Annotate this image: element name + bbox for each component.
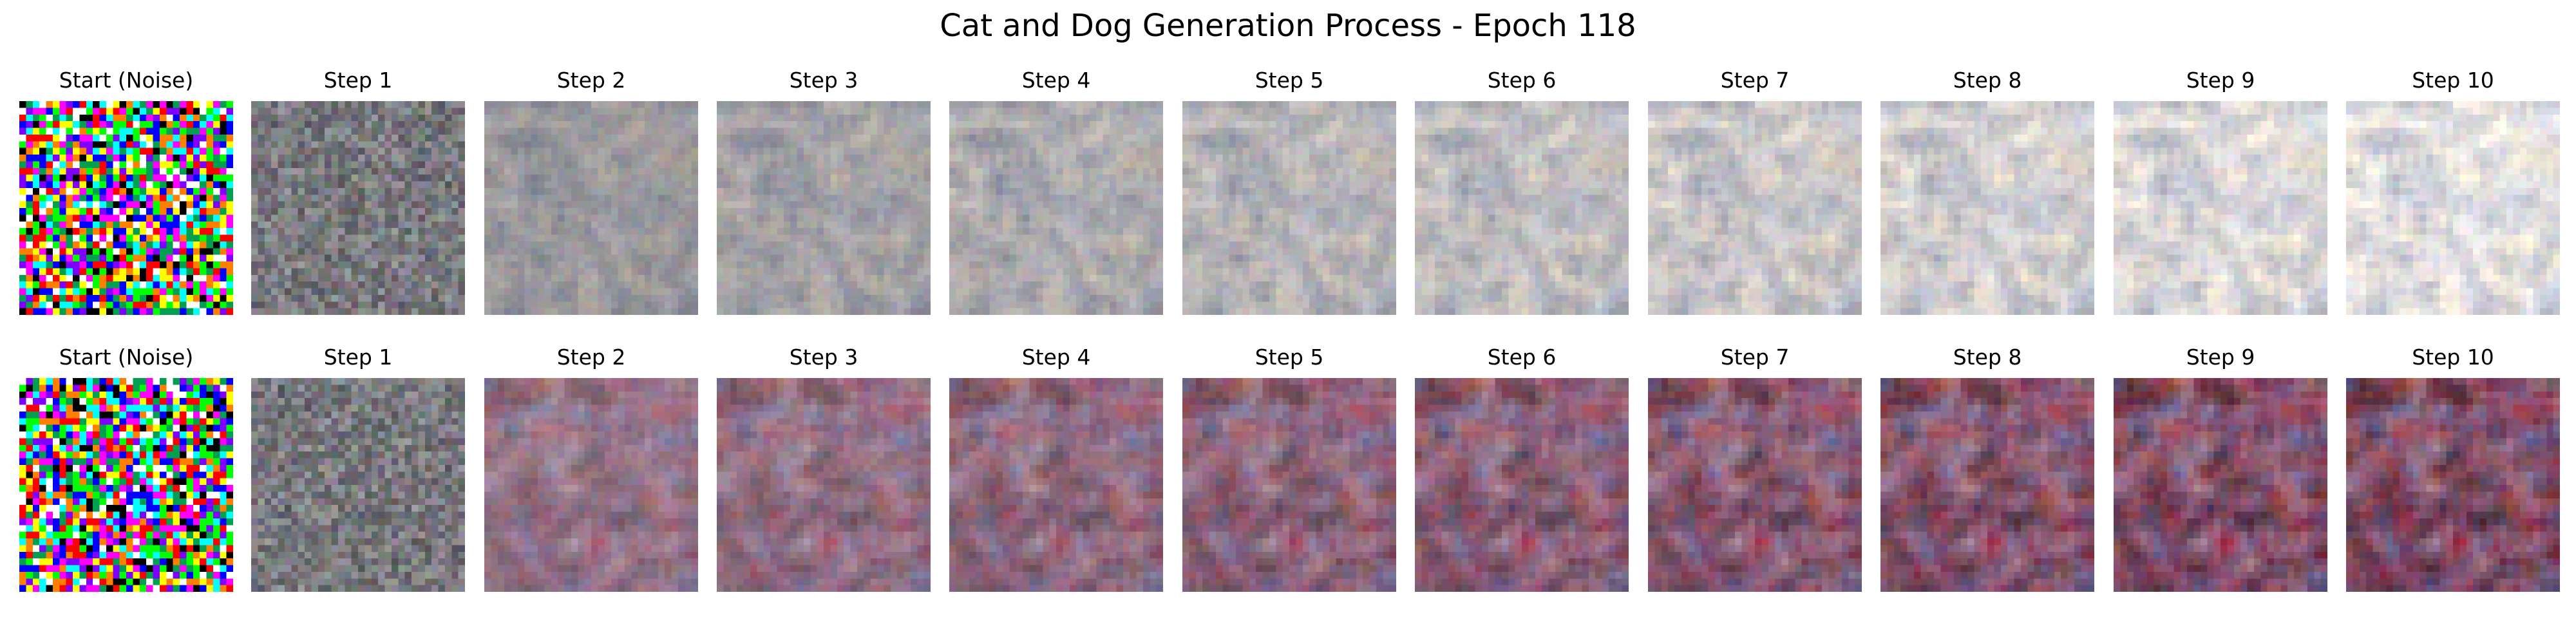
panel-title: Start (Noise) xyxy=(59,345,194,370)
panel-title: Step 7 xyxy=(1720,345,1790,370)
generated-image-panel xyxy=(19,378,233,592)
generated-image-panel xyxy=(1182,378,1396,592)
noise-image xyxy=(19,378,233,592)
denoised-image xyxy=(251,101,465,315)
panel-title: Step 1 xyxy=(323,345,393,370)
panel-title: Step 6 xyxy=(1487,68,1557,93)
generated-image-panel xyxy=(251,378,465,592)
denoised-image xyxy=(949,378,1163,592)
generated-image-panel xyxy=(2346,101,2560,315)
panel-title: Step 2 xyxy=(556,68,626,93)
panel-title: Step 8 xyxy=(1953,345,2022,370)
figure-title: Cat and Dog Generation Process - Epoch 1… xyxy=(940,8,1636,44)
panel-title: Step 3 xyxy=(789,345,858,370)
panel-title: Step 9 xyxy=(2186,68,2255,93)
panel-title: Step 4 xyxy=(1021,68,1091,93)
generated-image-panel xyxy=(2114,101,2327,315)
denoised-image xyxy=(1648,101,1862,315)
panel-title: Step 3 xyxy=(789,68,858,93)
panel-title: Step 1 xyxy=(323,68,393,93)
denoised-image xyxy=(949,101,1163,315)
denoised-image xyxy=(251,378,465,592)
generated-image-panel xyxy=(717,101,931,315)
generated-image-panel xyxy=(19,101,233,315)
denoised-image xyxy=(484,378,698,592)
generated-image-panel xyxy=(949,378,1163,592)
generated-image-panel xyxy=(484,378,698,592)
denoised-image xyxy=(717,378,931,592)
panel-title: Step 5 xyxy=(1255,345,1324,370)
denoised-image xyxy=(2114,101,2327,315)
denoised-image xyxy=(2346,378,2560,592)
denoised-image xyxy=(1648,378,1862,592)
panel-title: Step 6 xyxy=(1487,345,1557,370)
panel-title: Step 10 xyxy=(2412,68,2494,93)
generated-image-panel xyxy=(1415,378,1629,592)
panel-title: Step 8 xyxy=(1953,68,2022,93)
denoised-image xyxy=(484,101,698,315)
panel-title: Step 4 xyxy=(1021,345,1091,370)
generated-image-panel xyxy=(1648,101,1862,315)
generated-image-panel xyxy=(949,101,1163,315)
panel-title: Step 7 xyxy=(1720,68,1790,93)
generated-image-panel xyxy=(2346,378,2560,592)
panel-title: Step 5 xyxy=(1255,68,1324,93)
denoised-image xyxy=(2346,101,2560,315)
panel-title: Step 2 xyxy=(556,345,626,370)
denoised-image xyxy=(2114,378,2327,592)
denoised-image xyxy=(1182,101,1396,315)
generated-image-panel xyxy=(251,101,465,315)
noise-image xyxy=(19,101,233,315)
generated-image-panel xyxy=(484,101,698,315)
denoised-image xyxy=(1415,378,1629,592)
denoised-image xyxy=(1880,378,2094,592)
generated-image-panel xyxy=(1880,101,2094,315)
panel-title: Start (Noise) xyxy=(59,68,194,93)
denoised-image xyxy=(717,101,931,315)
generated-image-panel xyxy=(1648,378,1862,592)
denoised-image xyxy=(1415,101,1629,315)
panel-title: Step 10 xyxy=(2412,345,2494,370)
generated-image-panel xyxy=(717,378,931,592)
generated-image-panel xyxy=(1415,101,1629,315)
generated-image-panel xyxy=(2114,378,2327,592)
denoised-image xyxy=(1880,101,2094,315)
denoised-image xyxy=(1182,378,1396,592)
panel-title: Step 9 xyxy=(2186,345,2255,370)
generated-image-panel xyxy=(1880,378,2094,592)
generated-image-panel xyxy=(1182,101,1396,315)
